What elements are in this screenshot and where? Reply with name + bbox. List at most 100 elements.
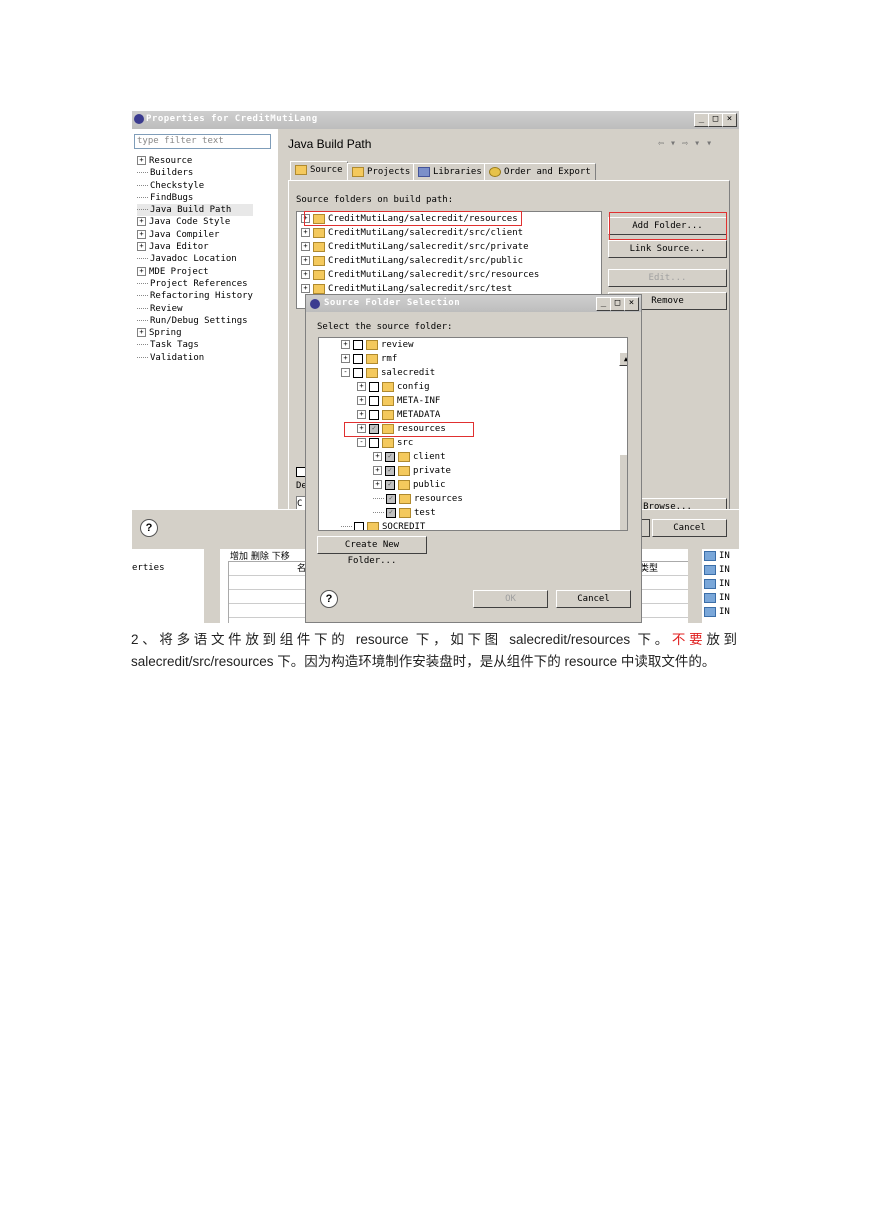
nav-arrows[interactable]: ⇦ ▾ ⇨ ▾ ▾ xyxy=(658,138,713,149)
tree-item[interactable]: Refactoring History xyxy=(137,290,253,302)
expand-icon[interactable]: + xyxy=(341,354,350,363)
help-icon[interactable]: ? xyxy=(320,590,338,608)
create-new-folder-button[interactable]: Create New Folder... xyxy=(317,536,427,566)
folder-tree[interactable]: +review+rmf-salecredit+config+META-INF+M… xyxy=(318,337,628,531)
folder-tree-item[interactable]: ✓test xyxy=(319,506,619,520)
folder-checkbox[interactable]: ✓ xyxy=(385,479,395,490)
folder-tree-item[interactable]: -src xyxy=(319,436,619,450)
tree-item[interactable]: +MDE Project xyxy=(137,266,253,278)
tree-item[interactable]: Project References xyxy=(137,278,253,290)
expand-icon[interactable]: + xyxy=(357,396,366,405)
tree-item[interactable]: Java Build Path xyxy=(137,204,253,217)
expand-icon[interactable]: + xyxy=(341,340,350,349)
tree-item[interactable]: +Java Code Style xyxy=(137,216,253,228)
help-icon[interactable]: ? xyxy=(140,519,158,537)
folder-tree-item[interactable]: +✓private xyxy=(319,464,619,478)
ok-button[interactable]: OK xyxy=(473,590,548,608)
source-folder-list[interactable]: +CreditMutiLang/salecredit/resources+Cre… xyxy=(296,211,602,309)
minimize-button[interactable]: _ xyxy=(694,113,709,127)
tree-item[interactable]: Run/Debug Settings xyxy=(137,315,253,327)
source-folder-item[interactable]: +CreditMutiLang/salecredit/src/test xyxy=(297,282,601,296)
maximize-button[interactable]: □ xyxy=(610,297,625,311)
maximize-button[interactable]: □ xyxy=(708,113,723,127)
expand-icon[interactable]: + xyxy=(137,229,146,239)
tab-projects[interactable]: Projects xyxy=(347,163,416,180)
folder-tree-item[interactable]: +✓public xyxy=(319,478,619,492)
expand-icon[interactable]: + xyxy=(357,424,366,433)
folder-checkbox[interactable] xyxy=(369,395,379,406)
expand-icon[interactable]: + xyxy=(373,480,382,489)
folder-tree-item[interactable]: -salecredit xyxy=(319,366,619,380)
tree-item[interactable]: +Resource xyxy=(137,155,253,167)
expand-icon[interactable]: + xyxy=(357,382,366,391)
source-folder-item[interactable]: +CreditMutiLang/salecredit/src/private xyxy=(297,240,601,254)
tree-item[interactable]: Checkstyle xyxy=(137,180,253,192)
tree-item[interactable]: Review xyxy=(137,303,253,315)
filter-input[interactable]: type filter text xyxy=(134,134,271,149)
folder-checkbox[interactable]: ✓ xyxy=(385,465,395,476)
folder-tree-item[interactable]: +✓resources xyxy=(319,422,619,436)
source-folder-item[interactable]: +CreditMutiLang/salecredit/src/client xyxy=(297,226,601,240)
tree-item[interactable]: Builders xyxy=(137,167,253,179)
tree-item[interactable]: +Spring xyxy=(137,327,253,339)
folder-tree-item[interactable]: +META-INF xyxy=(319,394,619,408)
folder-tree-item[interactable]: +review xyxy=(319,338,619,352)
expand-icon[interactable]: + xyxy=(137,266,146,276)
folder-tree-item[interactable]: +✓client xyxy=(319,450,619,464)
folder-checkbox[interactable]: ✓ xyxy=(386,507,396,518)
cancel-button[interactable]: Cancel xyxy=(652,519,727,537)
expand-icon[interactable]: + xyxy=(301,214,310,223)
source-folder-item[interactable]: +CreditMutiLang/salecredit/src/resources xyxy=(297,268,601,282)
expand-icon[interactable]: + xyxy=(137,328,146,338)
folder-checkbox[interactable] xyxy=(354,521,364,530)
folder-checkbox[interactable] xyxy=(353,339,363,350)
folder-checkbox[interactable] xyxy=(369,409,379,420)
tab-source[interactable]: Source xyxy=(290,161,348,180)
close-button[interactable]: × xyxy=(624,297,639,311)
expand-icon[interactable]: + xyxy=(137,156,146,165)
folder-tree-item[interactable]: SOCREDIT xyxy=(319,520,619,530)
source-folder-item[interactable]: +CreditMutiLang/salecredit/src/public xyxy=(297,254,601,268)
link-source-button[interactable]: Link Source... xyxy=(608,240,727,258)
expand-icon[interactable]: + xyxy=(301,242,310,251)
folder-checkbox[interactable]: ✓ xyxy=(385,451,395,462)
expand-icon[interactable]: + xyxy=(301,284,310,293)
expand-icon[interactable]: + xyxy=(137,217,146,227)
tree-item[interactable]: +Java Editor xyxy=(137,241,253,253)
expand-icon[interactable]: - xyxy=(357,438,366,447)
expand-icon[interactable]: + xyxy=(301,228,310,237)
expand-icon[interactable]: + xyxy=(301,270,310,279)
folder-checkbox[interactable] xyxy=(353,367,363,378)
scroll-up-arrow-icon[interactable]: ▲ xyxy=(619,352,627,366)
tree-item[interactable]: Validation xyxy=(137,352,253,364)
folder-checkbox[interactable] xyxy=(369,381,379,392)
tab-order-export[interactable]: Order and Export xyxy=(484,163,596,180)
add-folder-button[interactable]: Add Folder... xyxy=(608,217,727,235)
folder-checkbox[interactable] xyxy=(353,353,363,364)
cancel-button[interactable]: Cancel xyxy=(556,590,631,608)
expand-icon[interactable]: + xyxy=(137,242,146,252)
folder-checkbox[interactable]: ✓ xyxy=(369,423,379,434)
folder-tree-item[interactable]: ✓resources xyxy=(319,492,619,506)
folder-tree-item[interactable]: +METADATA xyxy=(319,408,619,422)
expand-icon[interactable]: - xyxy=(341,368,350,377)
close-button[interactable]: × xyxy=(722,113,737,127)
edit-button[interactable]: Edit... xyxy=(608,269,727,287)
expand-icon[interactable]: + xyxy=(373,466,382,475)
expand-icon[interactable]: + xyxy=(357,410,366,419)
scrollbar[interactable]: ▲ ▼ xyxy=(619,352,627,530)
expand-icon[interactable]: + xyxy=(373,452,382,461)
source-folder-item[interactable]: +CreditMutiLang/salecredit/resources xyxy=(297,212,601,226)
minimize-button[interactable]: _ xyxy=(596,297,611,311)
folder-tree-item[interactable]: +config xyxy=(319,380,619,394)
tab-libraries[interactable]: Libraries xyxy=(413,163,487,180)
tree-item[interactable]: FindBugs xyxy=(137,192,253,204)
folder-checkbox[interactable] xyxy=(369,437,379,448)
folder-checkbox[interactable]: ✓ xyxy=(386,493,396,504)
tree-item[interactable]: +Java Compiler xyxy=(137,229,253,241)
expand-icon[interactable]: + xyxy=(301,256,310,265)
tree-item[interactable]: Javadoc Location xyxy=(137,253,253,265)
scroll-thumb[interactable] xyxy=(619,454,627,530)
folder-tree-item[interactable]: +rmf xyxy=(319,352,619,366)
tree-item[interactable]: Task Tags xyxy=(137,339,253,351)
